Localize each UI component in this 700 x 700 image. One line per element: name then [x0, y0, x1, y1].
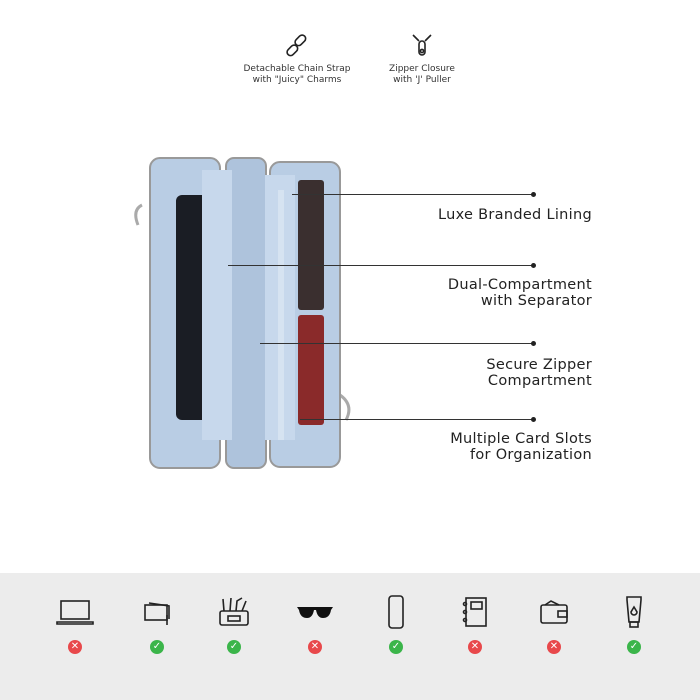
feature-text-2: with "Juicy" Charms — [252, 75, 342, 85]
feature-text-1: Zipper Closure — [389, 64, 455, 74]
check-icon: ✓ — [389, 640, 403, 654]
cross-icon: ✕ — [68, 640, 82, 654]
feature-text-1: Detachable Chain Strap — [243, 64, 351, 74]
makeup-icon — [219, 597, 249, 626]
check-icon: ✓ — [227, 640, 241, 654]
fit-item-phone: ✓ — [366, 595, 426, 654]
callout-dot — [531, 263, 536, 268]
callout-text: with Separator — [480, 293, 592, 309]
fit-item-cards: ✓ — [127, 595, 187, 654]
feature-text-2: with 'J' Puller — [393, 75, 451, 85]
callout-line-compartment — [228, 265, 532, 266]
callout-lining: Luxe Branded Lining — [438, 207, 592, 223]
check-icon: ✓ — [627, 640, 641, 654]
cross-icon: ✕ — [547, 640, 561, 654]
cards-icon — [144, 602, 170, 625]
sunglasses-icon — [297, 607, 333, 618]
what-fits-band — [0, 573, 700, 700]
chain-link-icon — [286, 34, 307, 57]
notebook-icon — [462, 597, 487, 627]
callout-line-zipper — [260, 343, 532, 344]
fit-item-lotion-tube: ✓ — [604, 595, 664, 654]
callout-text: Compartment — [487, 373, 592, 389]
callout-dot — [531, 341, 536, 346]
wallet-icon — [540, 600, 568, 624]
callout-text: Dual-Compartment — [447, 277, 592, 293]
callout-dot — [531, 192, 536, 197]
cross-icon: ✕ — [468, 640, 482, 654]
callout-line-lining — [292, 194, 532, 195]
feature-zipper: Zipper Closure with 'J' Puller — [352, 32, 492, 86]
check-icon: ✓ — [150, 640, 164, 654]
callout-text: Multiple Card Slots — [450, 431, 592, 447]
callout-text: for Organization — [469, 447, 592, 463]
fit-item-laptop: ✕ — [45, 595, 105, 654]
lotion-tube-icon — [626, 596, 642, 628]
callout-dot — [531, 417, 536, 422]
fit-item-notebook: ✕ — [445, 595, 505, 654]
callout-line-cards — [300, 419, 532, 420]
purse-image — [134, 157, 351, 469]
fit-item-wallet: ✕ — [524, 595, 584, 654]
cross-icon: ✕ — [308, 640, 322, 654]
callout-text: Secure Zipper — [486, 357, 592, 373]
fit-item-sunglasses: ✕ — [285, 595, 345, 654]
zipper-puller-icon — [412, 34, 432, 56]
phone-icon — [388, 595, 404, 629]
laptop-icon — [56, 600, 94, 625]
fit-item-makeup: ✓ — [204, 595, 264, 654]
feature-chain-strap: Detachable Chain Strap with "Juicy" Char… — [227, 32, 367, 86]
callout-text: Luxe Branded Lining — [437, 207, 592, 223]
